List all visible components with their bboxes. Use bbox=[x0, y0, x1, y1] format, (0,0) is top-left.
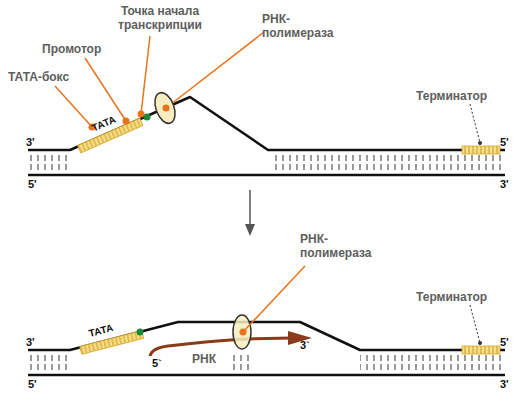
coding-strand bbox=[28, 174, 505, 177]
strand-end-label: 5' bbox=[28, 378, 37, 391]
rna-polymerase bbox=[151, 90, 179, 126]
callout-dot bbox=[138, 111, 145, 118]
strand-end-label: 3' bbox=[26, 336, 35, 349]
start-point bbox=[137, 329, 144, 336]
leader-line bbox=[166, 32, 264, 108]
callout-label: Терминатор bbox=[416, 89, 487, 103]
leader-line bbox=[470, 104, 480, 143]
leader-line bbox=[243, 266, 305, 332]
strand-end-label: 5' bbox=[28, 178, 37, 191]
callout-label: Терминатор bbox=[416, 290, 487, 304]
strand-end-label: 3' bbox=[26, 136, 35, 149]
coding-strand bbox=[28, 374, 505, 377]
rna-strand bbox=[150, 338, 292, 356]
callout-dot bbox=[163, 105, 170, 112]
rna-label: РНК bbox=[192, 352, 216, 366]
terminator-band bbox=[462, 146, 500, 154]
base-pairs bbox=[231, 355, 252, 371]
callout-dot bbox=[240, 329, 247, 336]
callout-label: Точка начала транскрипции bbox=[110, 4, 210, 33]
callout-label: РНК-полимераза bbox=[262, 12, 340, 41]
callout-dot bbox=[123, 118, 130, 125]
rna-polymerase bbox=[233, 315, 251, 349]
base-pairs bbox=[360, 355, 505, 371]
rna-end-label: 5` bbox=[152, 357, 162, 370]
sequence-label: ТАТА bbox=[90, 113, 118, 134]
base-pairs bbox=[28, 355, 70, 371]
base-pairs bbox=[270, 155, 505, 171]
rna-end-label: 3` bbox=[300, 339, 310, 352]
strand-end-label: 3' bbox=[500, 178, 509, 191]
base-pairs bbox=[28, 155, 70, 171]
strand-end-label: 3' bbox=[500, 378, 509, 391]
callout-label: РНК-полимераза bbox=[300, 232, 378, 261]
callout-label: ТАТА-бокс bbox=[8, 70, 69, 84]
leader-line bbox=[141, 36, 150, 114]
step-arrow bbox=[249, 190, 251, 226]
leader-dot bbox=[478, 341, 482, 345]
terminator-band bbox=[462, 346, 500, 354]
leader-dot bbox=[478, 141, 482, 145]
leader-line bbox=[85, 58, 126, 121]
sequence-label: ТАТА bbox=[87, 322, 114, 340]
leader-line bbox=[55, 86, 92, 127]
strand-end-label: 5' bbox=[500, 136, 509, 149]
callout-label: Промотор bbox=[42, 42, 101, 56]
leader-line bbox=[470, 305, 480, 343]
strand-end-label: 5' bbox=[500, 336, 509, 349]
arrow-head bbox=[245, 224, 255, 236]
start-point bbox=[144, 114, 151, 121]
